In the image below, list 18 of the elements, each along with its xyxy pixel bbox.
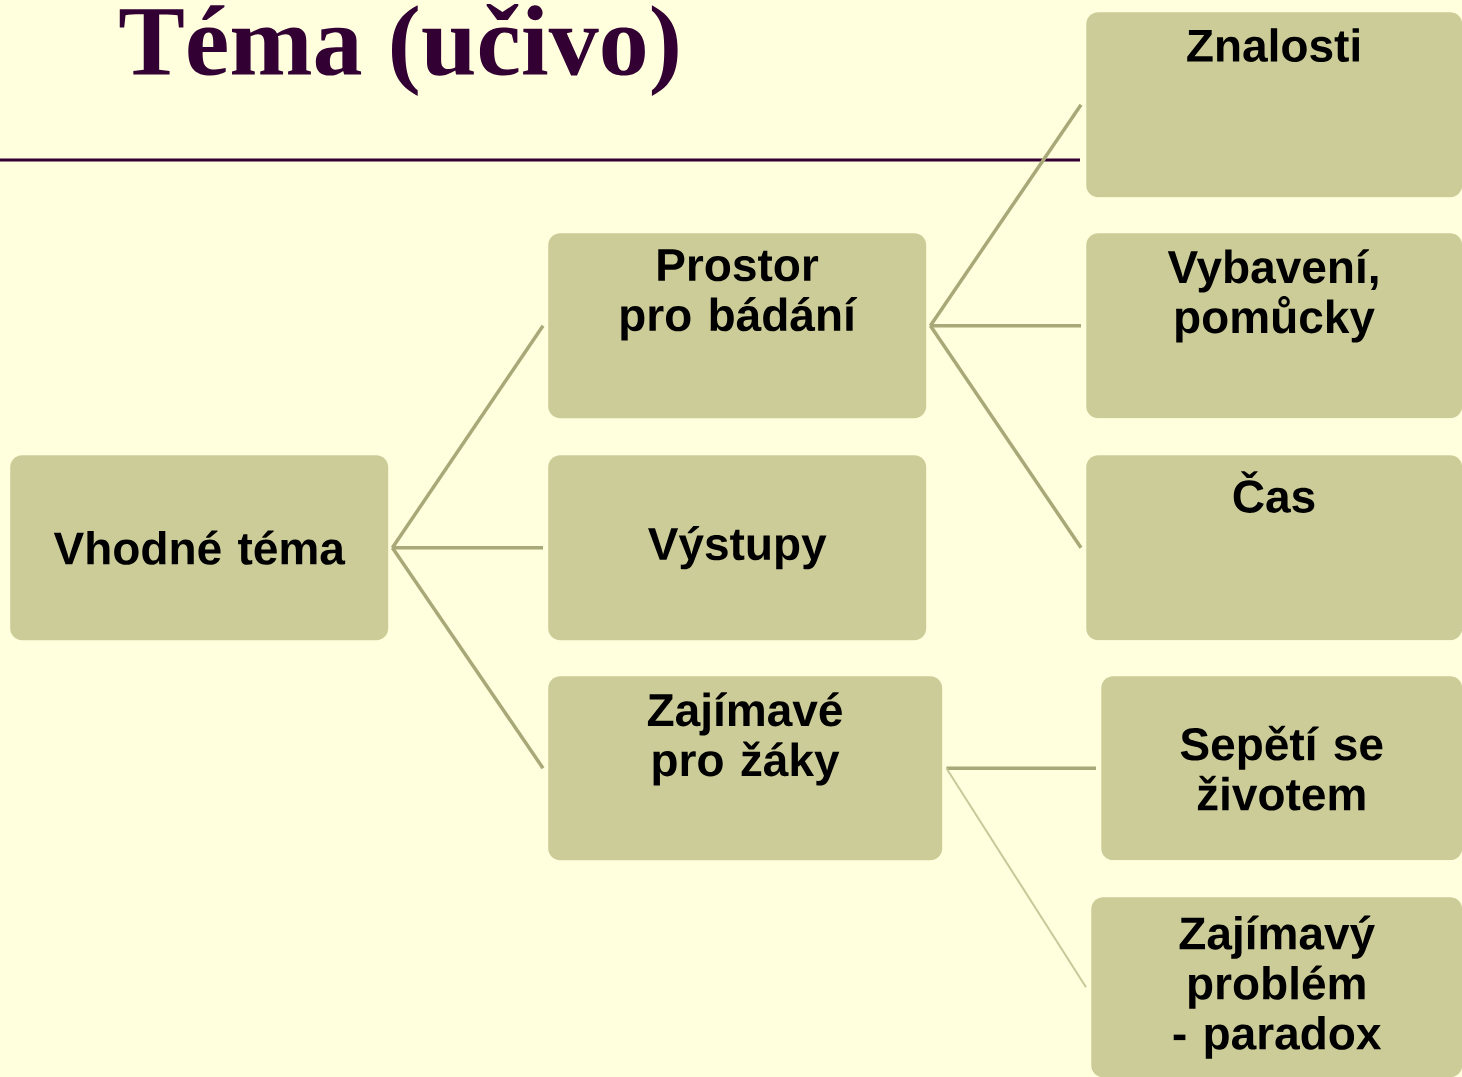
connector-line (945, 767, 1087, 989)
process-box: Vhodné téma (10, 455, 389, 641)
connector-line (928, 103, 1083, 327)
slide-title: Téma (učivo) (119, 4, 678, 96)
process-box: Znalosti (1086, 12, 1462, 198)
process-box: Vybavení, pomůcky (1086, 233, 1462, 419)
process-box: Sepětí se životem (1101, 676, 1462, 861)
process-box: Čas (1086, 455, 1462, 641)
connector-line (930, 323, 1081, 328)
connector-line (928, 324, 1083, 549)
process-box: Zajímavé pro žáky (548, 676, 943, 861)
connector-line (946, 766, 1096, 770)
process-box: Prostor pro bádání (548, 233, 927, 419)
process-box: Výstupy (548, 455, 927, 641)
connector-line (390, 324, 545, 549)
process-box: Zajímavý problém - paradox (1091, 897, 1462, 1077)
connector-line (390, 546, 545, 770)
connector-line (392, 545, 543, 550)
